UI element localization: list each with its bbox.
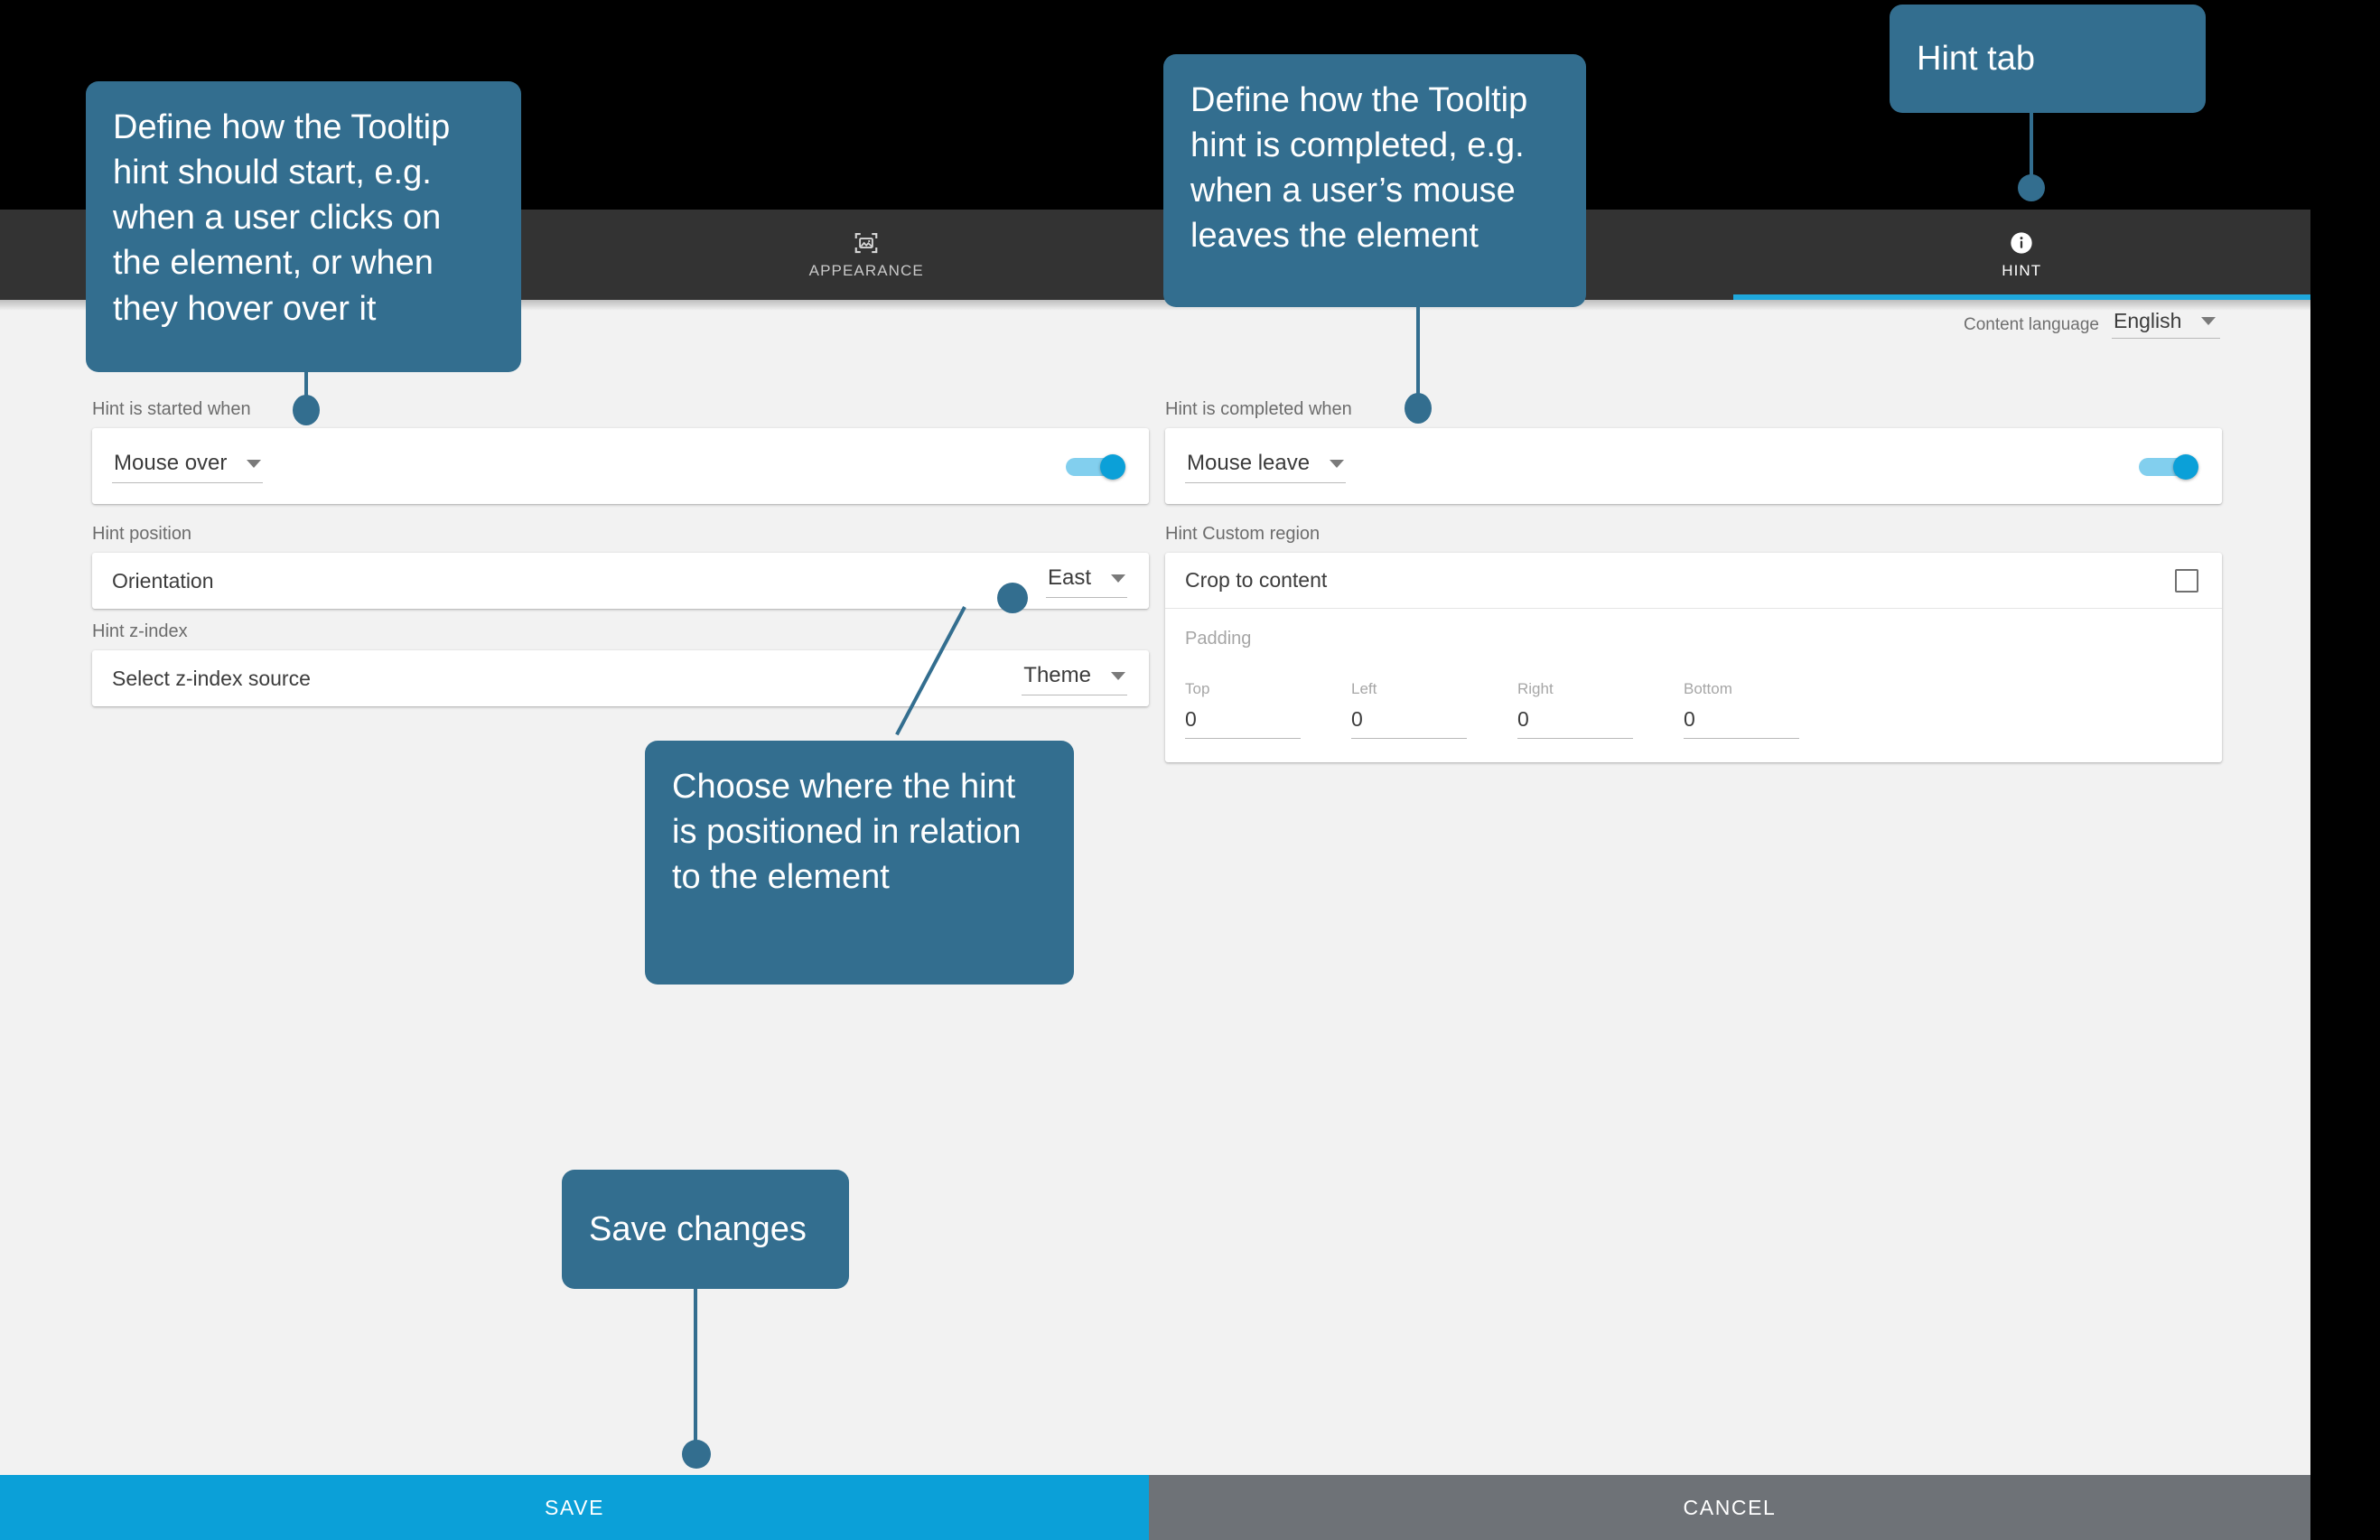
padding-title: Padding [1185, 629, 1252, 649]
callout-hint-tab: Hint tab [1890, 5, 2206, 113]
hint-custom-region-label: Hint Custom region [1165, 524, 1321, 544]
crop-to-content-row: Crop to content [1165, 553, 2222, 609]
hint-started-label: Hint is started when [92, 399, 251, 419]
content-language-row: Content language English [1964, 309, 2220, 339]
hint-started-select[interactable]: Mouse over [112, 449, 264, 483]
hint-completed-select[interactable]: Mouse leave [1185, 449, 1347, 483]
leader-dot-completed [1405, 393, 1432, 424]
content-language-label: Content language [1963, 315, 2099, 334]
hint-position-select[interactable]: East [1045, 564, 1127, 598]
padding-top-input[interactable]: 0 [1185, 707, 1301, 739]
right-column: Hint is completed when Mouse leave Hint … [1165, 399, 2222, 762]
leader-dot-hint-tab [2018, 174, 2045, 201]
padding-top-field: Top 0 [1185, 680, 1301, 739]
hint-completed-card: Mouse leave [1165, 428, 2222, 504]
callout-hint-position: Choose where the hint is positioned in r… [645, 741, 1074, 985]
leader-dot-started [293, 395, 320, 425]
content-language-select[interactable]: English [2112, 309, 2220, 339]
active-tab-underline [1732, 294, 2310, 300]
hint-completed-label: Hint is completed when [1165, 399, 1352, 419]
hint-started-toggle[interactable] [1066, 454, 1125, 480]
padding-bottom-input[interactable]: 0 [1684, 707, 1799, 739]
chevron-down-icon [1330, 459, 1345, 468]
app-window: APPEARANCE HINT Content language [0, 210, 2310, 1540]
leader-line-completed [1416, 253, 1420, 405]
hint-started-card: Mouse over [92, 428, 1149, 504]
save-button[interactable]: SAVE [0, 1475, 1149, 1540]
tab-hint-label: HINT [2002, 262, 2042, 279]
chevron-down-icon [2201, 317, 2217, 325]
hint-zindex-value: Theme [1023, 663, 1091, 687]
hint-position-card: Orientation East [92, 553, 1149, 609]
leader-dot-save [682, 1440, 711, 1469]
hint-position-placeholder: Orientation [112, 568, 214, 593]
hint-zindex-label: Hint z-index [92, 621, 188, 641]
padding-bottom-field: Bottom 0 [1684, 680, 1799, 739]
padding-bottom-caption: Bottom [1684, 680, 1732, 697]
chevron-down-icon [247, 459, 262, 468]
toggle-knob [1100, 454, 1125, 480]
hint-custom-region-card: Crop to content Padding Top 0 Left 0 [1165, 553, 2222, 762]
padding-section: Padding Top 0 Left 0 Right 0 [1165, 609, 2222, 762]
hint-started-value: Mouse over [114, 451, 228, 475]
info-circle-icon [2008, 229, 2035, 257]
padding-left-caption: Left [1351, 680, 1377, 697]
action-bar: SAVE CANCEL [0, 1475, 2310, 1540]
callout-save-changes: Save changes [562, 1170, 849, 1289]
padding-left-input[interactable]: 0 [1351, 707, 1467, 739]
padding-left-field: Left 0 [1351, 680, 1467, 739]
cancel-button[interactable]: CANCEL [1149, 1475, 2310, 1540]
callout-hint-started: Define how the Tooltip hint should start… [86, 81, 521, 372]
leader-line-hint-tab [2030, 107, 2033, 192]
crop-to-content-label: Crop to content [1185, 568, 1328, 592]
toggle-knob [2173, 454, 2198, 480]
hint-completed-value: Mouse leave [1187, 451, 1311, 475]
hint-position-value: East [1047, 565, 1091, 590]
tab-appearance-label: APPEARANCE [808, 262, 924, 279]
content-language-value: English [2114, 309, 2182, 332]
padding-right-caption: Right [1517, 680, 1554, 697]
left-column: Hint is started when Mouse over Hint pos… [92, 399, 1149, 719]
hint-zindex-card: Select z-index source Theme [92, 650, 1149, 706]
tab-hint[interactable]: HINT [1732, 210, 2310, 300]
callout-hint-completed: Define how the Tooltip hint is completed… [1163, 54, 1586, 307]
hint-zindex-select[interactable]: Theme [1022, 661, 1127, 695]
crop-to-content-checkbox[interactable] [2175, 568, 2198, 593]
chevron-down-icon [1111, 671, 1125, 680]
hint-completed-toggle[interactable] [2139, 454, 2198, 480]
leader-line-save [694, 1286, 697, 1458]
padding-right-input[interactable]: 0 [1517, 707, 1633, 739]
padding-top-caption: Top [1185, 680, 1210, 697]
chevron-down-icon [1111, 574, 1125, 583]
image-frame-icon [853, 229, 880, 257]
padding-right-field: Right 0 [1517, 680, 1633, 739]
hint-position-label: Hint position [92, 524, 192, 544]
leader-dot-position [997, 583, 1028, 613]
hint-zindex-placeholder: Select z-index source [112, 666, 311, 690]
tab-appearance[interactable]: APPEARANCE [578, 210, 1156, 300]
padding-grid: Top 0 Left 0 Right 0 Bottom [1185, 680, 2202, 739]
